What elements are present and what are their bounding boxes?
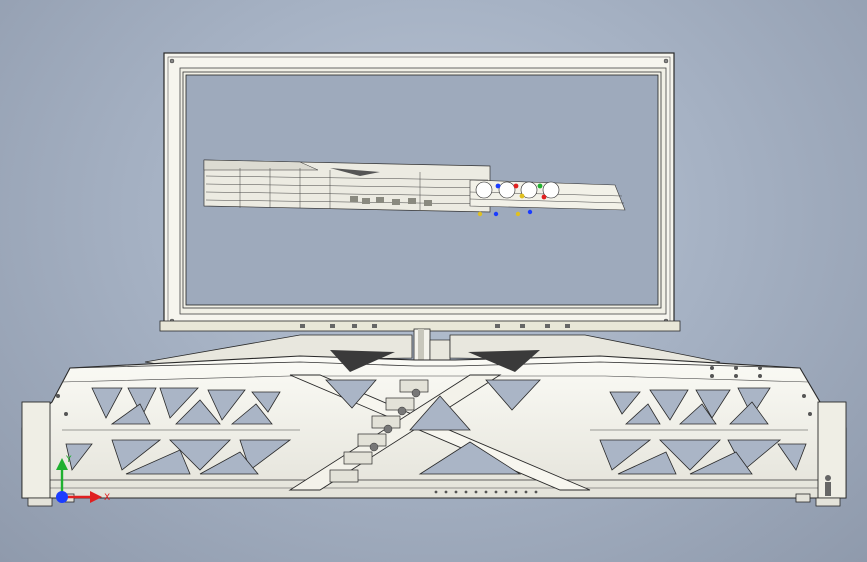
z-axis-dot [56,491,68,503]
x-axis-arrow [90,491,102,503]
left-truss-cutouts [65,387,292,475]
right-truss-cutouts [599,387,807,475]
y-axis-arrow [56,458,68,470]
coordinate-triad: Y X [56,455,110,503]
nested-model-knobs [475,181,560,199]
x-axis-label: X [104,493,110,503]
y-axis-label: Y [65,455,72,465]
nested-assembly-model[interactable] [203,159,626,217]
centre-step-detail [329,379,429,483]
truss-base[interactable] [21,334,847,507]
nested-model-color-markers [477,183,547,217]
